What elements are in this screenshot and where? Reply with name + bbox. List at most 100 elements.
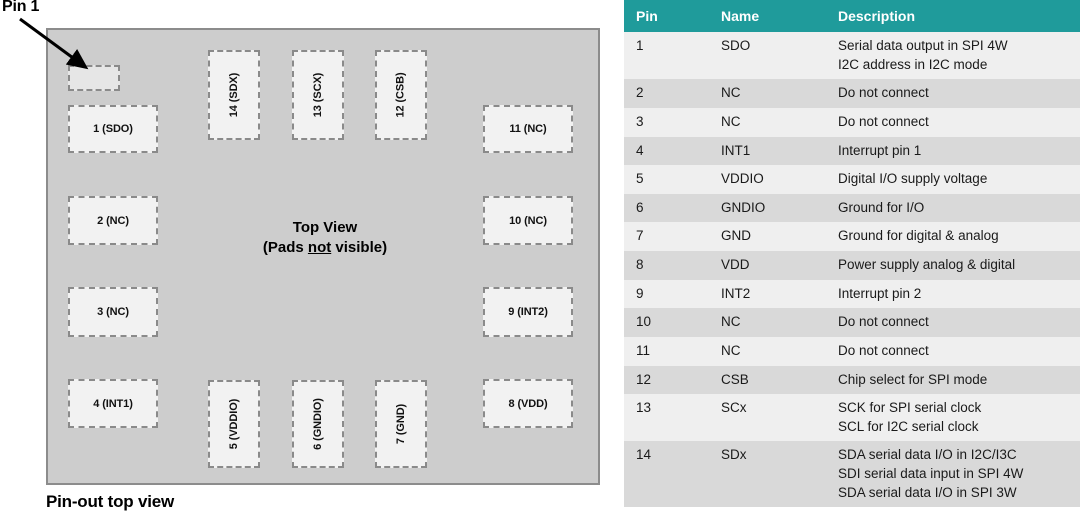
description-line: Power supply analog & digital bbox=[838, 257, 1016, 272]
pad-4[interactable]: 4 (INT1) bbox=[68, 379, 158, 428]
pad-12[interactable]: 12 (CSB) bbox=[375, 50, 427, 140]
pads-text-post: visible) bbox=[331, 239, 388, 257]
pad-label: 10 (NC) bbox=[509, 214, 547, 227]
cell-pin: 2 bbox=[624, 79, 709, 108]
pads-text-pre: (Pads bbox=[262, 239, 308, 257]
cell-name: GND bbox=[709, 222, 826, 251]
cell-pin: 13 bbox=[624, 394, 709, 442]
top-view-label: Top View bbox=[292, 219, 358, 236]
pad-label: 6 (GNDIO) bbox=[312, 398, 324, 450]
pad-9[interactable]: 9 (INT2) bbox=[483, 287, 573, 337]
cell-name: NC bbox=[709, 79, 826, 108]
cell-name: NC bbox=[709, 336, 826, 366]
pad-label: 5 (VDDIO) bbox=[228, 398, 240, 450]
cell-pin: 12 bbox=[624, 365, 709, 395]
pad-label: 4 (INT1) bbox=[93, 397, 133, 410]
cell-name: VDDIO bbox=[709, 165, 826, 194]
pad-1[interactable]: 1 (SDO) bbox=[68, 105, 158, 153]
pad-14[interactable]: 14 (SDX) bbox=[208, 50, 260, 140]
pad-6[interactable]: 6 (GNDIO) bbox=[292, 380, 344, 468]
description-line: SCK for SPI serial clock bbox=[838, 400, 982, 416]
pad-5[interactable]: 5 (VDDIO) bbox=[208, 380, 260, 468]
description-line: Serial data output in SPI 4W bbox=[838, 38, 1008, 53]
cell-description: Ground for I/O bbox=[826, 193, 1080, 223]
cell-name: SCx bbox=[709, 394, 826, 442]
description-line: SCL for I2C serial clock bbox=[838, 418, 979, 434]
diagram-caption: Pin-out top view bbox=[46, 492, 175, 511]
pad-label: 8 (VDD) bbox=[508, 397, 548, 410]
cell-description: Interrupt pin 2 bbox=[826, 279, 1080, 309]
cell-pin: 10 bbox=[624, 308, 709, 337]
cell-pin: 5 bbox=[624, 165, 709, 194]
pad-7[interactable]: 7 (GND) bbox=[375, 380, 427, 468]
pin1-callout-label: Pin 1 bbox=[2, 0, 40, 15]
pad-3[interactable]: 3 (NC) bbox=[68, 287, 158, 337]
cell-description: Do not connect bbox=[826, 308, 1080, 337]
description-line: SDA serial data I/O in SPI 3W bbox=[838, 484, 1017, 500]
cell-description: Digital I/O supply voltage bbox=[826, 165, 1080, 194]
cell-pin: 4 bbox=[624, 136, 709, 166]
diagram-center-label: Top View (Pads not visible) bbox=[180, 218, 470, 259]
description-line: Chip select for SPI mode bbox=[838, 371, 988, 387]
description-line: Ground for I/O bbox=[838, 199, 925, 215]
pad-label: 1 (SDO) bbox=[93, 123, 133, 135]
pin1-marker-pad bbox=[68, 65, 120, 91]
cell-name: INT2 bbox=[709, 279, 826, 309]
cell-name: VDD bbox=[709, 251, 826, 280]
description-line: Do not connect bbox=[838, 342, 929, 358]
cell-pin: 9 bbox=[624, 279, 709, 309]
pads-text-emph: not bbox=[307, 239, 332, 257]
cell-name: SDx bbox=[709, 441, 826, 508]
pad-8[interactable]: 8 (VDD) bbox=[483, 379, 573, 428]
pad-label: 13 (SCX) bbox=[312, 72, 324, 118]
cell-description: Serial data output in SPI 4W I2C address … bbox=[826, 32, 1080, 80]
description-line: I2C address in I2C mode bbox=[838, 56, 988, 72]
cell-pin: 1 bbox=[624, 32, 709, 80]
cell-pin: 11 bbox=[624, 336, 709, 366]
pad-label: 12 (CSB) bbox=[394, 72, 407, 118]
column-header-description: Description bbox=[826, 0, 1080, 32]
table-header: Pin Name Description bbox=[624, 0, 1080, 32]
description-line: Do not connect bbox=[838, 85, 929, 101]
cell-name: CSB bbox=[709, 365, 826, 395]
description-line: Interrupt pin 1 bbox=[838, 142, 922, 158]
column-header-name: Name bbox=[709, 0, 826, 32]
cell-pin: 3 bbox=[624, 107, 709, 137]
description-line: Digital I/O supply voltage bbox=[838, 171, 988, 187]
cell-name: SDO bbox=[709, 32, 826, 80]
cell-pin: 8 bbox=[624, 251, 709, 280]
cell-description: Ground for digital & analog bbox=[826, 222, 1080, 251]
cell-pin: 7 bbox=[624, 222, 709, 251]
pad-13[interactable]: 13 (SCX) bbox=[292, 50, 344, 140]
column-header-pin: Pin bbox=[624, 0, 709, 32]
pad-label: 3 (NC) bbox=[97, 306, 129, 318]
cell-description: Chip select for SPI mode bbox=[826, 365, 1080, 395]
cell-description: Do not connect bbox=[826, 336, 1080, 366]
table-header-row: Pin Name Description bbox=[624, 0, 1080, 32]
pad-10[interactable]: 10 (NC) bbox=[483, 196, 573, 245]
pad-label: 11 (NC) bbox=[509, 123, 547, 135]
description-line: SDA serial data I/O in I2C/I3C bbox=[838, 447, 1017, 463]
pad-2[interactable]: 2 (NC) bbox=[68, 196, 158, 245]
pad-11[interactable]: 11 (NC) bbox=[483, 105, 573, 153]
cell-description: Power supply analog & digital bbox=[826, 251, 1080, 280]
cell-description: Do not connect bbox=[826, 79, 1080, 108]
cell-name: NC bbox=[709, 308, 826, 337]
